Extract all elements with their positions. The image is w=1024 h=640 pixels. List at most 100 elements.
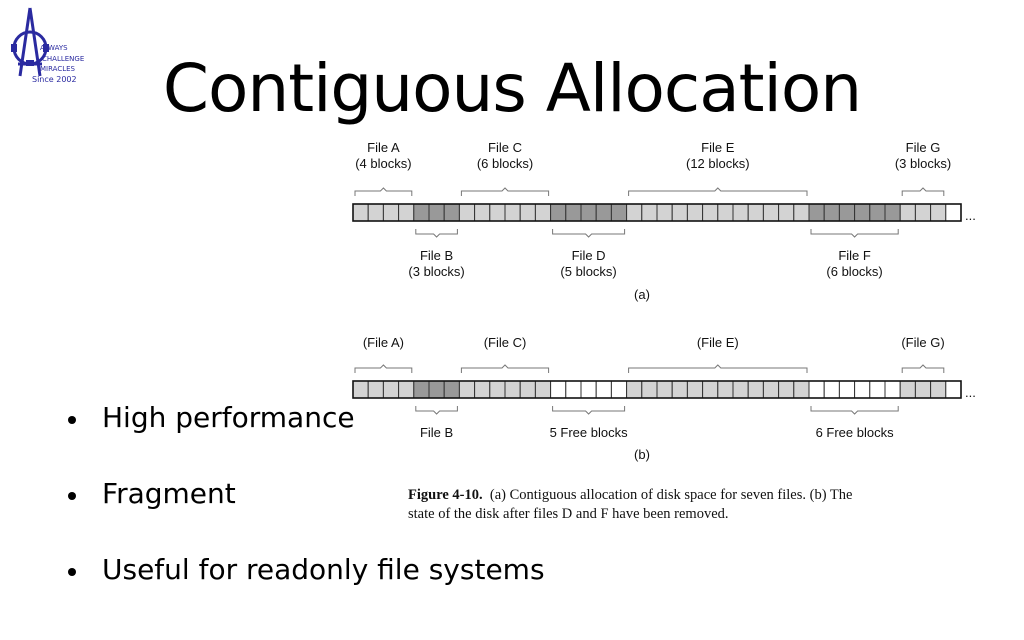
segment-brace [460,187,550,196]
disk-block [626,203,643,222]
disk-block [504,203,521,222]
logo-text-1: ALWAYS [40,44,68,52]
disk-strip-outline [352,380,962,399]
bullet-dot-icon [68,416,76,424]
segment-label: File A [367,140,400,155]
disk-block [656,380,673,399]
bullet-item: Fragment [68,474,545,550]
logo-text-3: MIRACLES [40,65,76,73]
disk-block [534,203,552,222]
disk-block [838,203,856,222]
disk-block [778,380,795,399]
disk-block [686,203,704,222]
disk-block [656,203,673,222]
segment-label: (File E) [697,335,739,350]
disk-block [823,203,840,222]
strip-ellipsis: ... [965,208,976,223]
segment-label: File B [420,248,453,263]
disk-allocation-diagram: File A(4 blocks)File B(3 blocks)File C(6… [352,140,976,462]
disk-strip-outline [352,203,962,222]
disk-block [869,203,886,222]
disk-block [565,203,582,222]
segment-label: File G [906,140,941,155]
part-label: (a) [634,287,650,302]
disk-block [580,203,597,222]
disk-block [443,203,460,222]
disk-block [428,203,445,222]
segment-brace [552,406,626,415]
disk-block [428,380,445,399]
segment-label: (4 blocks) [355,156,411,171]
disk-block [838,380,856,399]
segment-brace [415,406,458,415]
disk-block [367,380,384,399]
disk-block [930,380,947,399]
diagram-part-a: File A(4 blocks)File B(3 blocks)File C(6… [352,140,976,302]
caption-text-1: (a) Contiguous allocation of disk space … [489,487,853,503]
disk-block [595,380,612,399]
disk-block [808,203,825,222]
disk-block [854,380,871,399]
disk-block [747,203,764,222]
segment-label: (File C) [484,335,527,350]
disk-block [565,380,582,399]
disk-block [762,203,780,222]
segment-brace [552,229,626,238]
disk-block [899,380,916,399]
disk-block [945,380,962,399]
part-label: (b) [634,447,650,462]
disk-block [686,380,704,399]
logo-text-2: CHALLENGE [42,55,84,63]
disk-block [382,203,400,222]
segment-label: File D [572,248,606,263]
segment-label: File C [488,140,522,155]
disk-block [610,203,628,222]
disk-block [793,203,810,222]
disk-block [914,203,932,222]
disk-block [382,380,400,399]
bullet-list: High performance Fragment Useful for rea… [68,398,545,626]
bullet-item: Useful for readonly file systems [68,550,545,626]
disk-block [762,380,780,399]
figure-caption: Figure 4-10. (a) Contiguous allocation o… [408,486,938,524]
segment-brace [901,187,945,196]
segment-brace [810,406,899,415]
disk-block [458,380,476,399]
bullet-dot-icon [68,492,76,500]
segment-brace [415,229,458,238]
disk-block [474,380,491,399]
disk-block [504,380,521,399]
segment-label: (File G) [901,335,944,350]
disk-block [443,380,460,399]
segment-label: (5 blocks) [560,264,616,279]
disk-block [626,380,643,399]
disk-block [474,203,491,222]
disk-block [413,203,430,222]
segment-label: (File A) [363,335,404,350]
disk-block [930,203,947,222]
disk-block [702,203,719,222]
slide-title: Contiguous Allocation [162,50,862,127]
disk-block [671,203,688,222]
disk-block [352,380,369,399]
disk-block [671,380,688,399]
disk-block [489,380,506,399]
segment-label: (6 blocks) [826,264,882,279]
disk-block [884,380,901,399]
disk-block [854,203,871,222]
disk-block [914,380,932,399]
college-logo: ALWAYS CHALLENGE MIRACLES Since 2002 [11,7,84,84]
disk-block [945,203,962,222]
disk-block [884,203,901,222]
segment-label: File E [701,140,735,155]
disk-block [732,380,749,399]
disk-block [398,380,415,399]
segment-brace [901,364,945,373]
disk-block [398,203,415,222]
segment-brace [810,229,899,238]
disk-block [717,380,734,399]
disk-block [823,380,840,399]
diagram-part-b: (File A)File B(File C)5 Free blocks(File… [352,335,976,462]
segment-label: (12 blocks) [686,156,750,171]
disk-block [367,203,384,222]
